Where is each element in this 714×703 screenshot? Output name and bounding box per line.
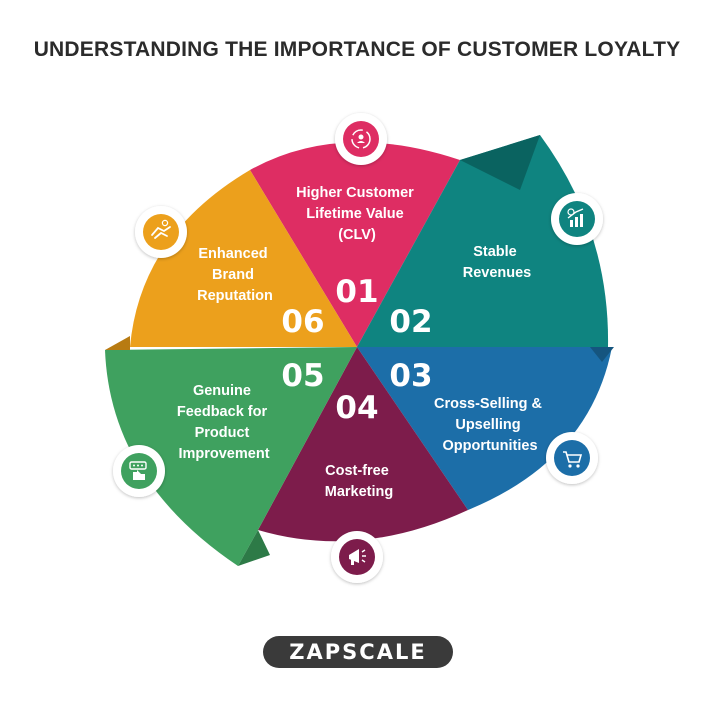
segment-06-label: Enhanced Brand Reputation — [197, 246, 273, 304]
segment-03-wedge — [357, 347, 612, 510]
segment-05-wedge — [105, 347, 357, 566]
segment-06-fold — [105, 336, 130, 350]
shopping-cart-icon — [546, 432, 598, 484]
segment-01 — [250, 142, 460, 347]
segment-03-number: 03 — [389, 358, 432, 394]
segment-04-number: 04 — [335, 390, 378, 426]
megaphone-icon — [331, 531, 383, 583]
page-title: UNDERSTANDING THE IMPORTANCE OF CUSTOMER… — [33, 38, 681, 61]
segment-04-label: Cost-free Marketing — [325, 463, 394, 500]
handshake-icon — [135, 206, 187, 258]
segment-05-label: Genuine Feedback for Product Improvement — [177, 383, 271, 462]
segment-02 — [357, 135, 609, 347]
zapscale-logo-text: ZAPSCALE — [289, 640, 427, 664]
segment-03-fold — [590, 347, 614, 362]
segment-03-label: Cross-Selling & Upselling Opportunities — [434, 396, 546, 454]
segment-02-number: 02 — [389, 304, 432, 340]
segment-06-wedge — [130, 170, 357, 347]
zapscale-logo: ZAPSCALE — [263, 636, 453, 668]
feedback-rating-icon — [113, 445, 165, 497]
segment-01-label: Higher Customer Lifetime Value (CLV) — [296, 185, 418, 243]
segment-02-label: Stable Revenues — [463, 244, 532, 281]
revenue-chart-icon — [551, 193, 603, 245]
segment-06-number: 06 — [281, 304, 324, 340]
segment-05 — [105, 347, 357, 566]
segment-04-wedge — [258, 347, 468, 542]
segment-03 — [357, 347, 614, 510]
segment-06 — [105, 170, 357, 350]
segment-01-number: 01 — [335, 274, 378, 310]
segment-05-fold — [238, 530, 270, 566]
segment-05-number: 05 — [281, 358, 324, 394]
refresh-user-icon — [335, 113, 387, 165]
segment-01-wedge — [250, 142, 460, 347]
segment-04 — [258, 347, 468, 542]
segment-02-wedge — [357, 135, 609, 347]
segment-02-fold — [460, 135, 540, 190]
